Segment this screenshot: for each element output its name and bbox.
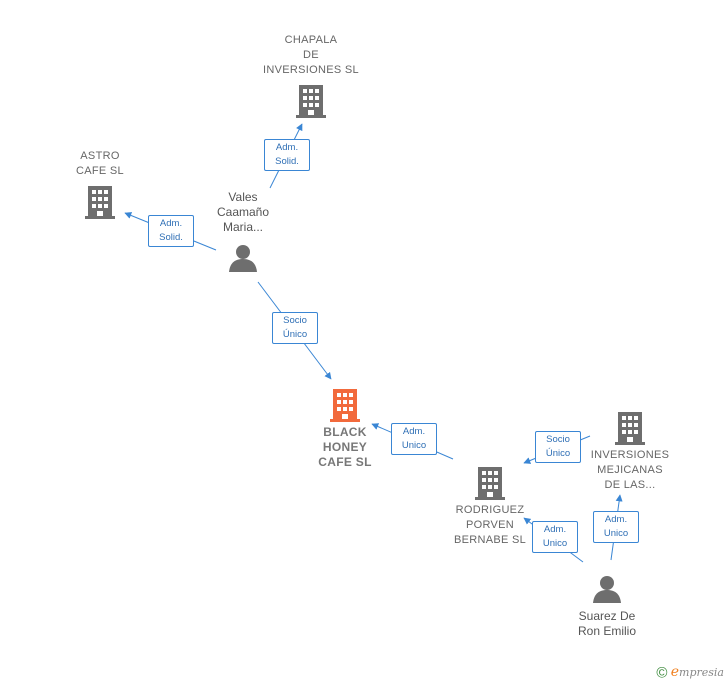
node-chapala-de-inversiones[interactable]: CHAPALA DE INVERSIONES SL [250, 33, 372, 119]
node-label: INVERSIONES MEJICANAS DE LAS... [590, 449, 670, 491]
node-astro-cafe[interactable]: ASTRO CAFE SL [50, 149, 150, 220]
node-rodriguez-porven-bernabe[interactable]: RODRIGUEZ PORVEN BERNABE SL [440, 465, 540, 548]
brand-name: mpresia [679, 665, 724, 679]
person-icon [593, 576, 621, 603]
building-icon [296, 85, 326, 118]
edge-label-inversiones-rodriguez[interactable]: Socio Único [535, 431, 581, 463]
node-label: CHAPALA DE INVERSIONES SL [263, 34, 359, 76]
edge-label-suarez-inversiones[interactable]: Adm. Unico [593, 511, 639, 543]
person-icon [229, 245, 257, 272]
node-label: ASTRO CAFE SL [76, 150, 124, 177]
building-icon [475, 467, 505, 500]
edge-label-vales-chapala[interactable]: Adm. Solid. [264, 139, 310, 171]
building-icon [615, 412, 645, 445]
node-label: Suarez De Ron Emilio [577, 609, 637, 638]
node-label: Vales Caamaño Maria... [216, 190, 270, 234]
building-icon [330, 389, 360, 422]
node-black-honey-cafe[interactable]: BLACK HONEY CAFE SL [295, 387, 395, 470]
edge-label-suarez-rodriguez[interactable]: Adm. Unico [532, 521, 578, 553]
brand-initial: e [670, 663, 680, 680]
node-inversiones-mejicanas[interactable]: INVERSIONES MEJICANAS DE LAS... [580, 410, 680, 493]
copyright-icon: © [656, 664, 668, 681]
node-label: RODRIGUEZ PORVEN BERNABE SL [453, 504, 527, 546]
node-person-suarez-de-ron[interactable]: Suarez De Ron Emilio [562, 574, 652, 639]
building-icon [85, 186, 115, 219]
node-person-vales-caamano[interactable]: Vales Caamaño Maria... [200, 190, 286, 273]
edge-label-rodriguez-blackhoney[interactable]: Adm. Unico [391, 423, 437, 455]
node-label: BLACK HONEY CAFE SL [318, 425, 372, 469]
edge-label-vales-astro[interactable]: Adm. Solid. [148, 215, 194, 247]
edge-label-vales-blackhoney[interactable]: Socio Único [272, 312, 318, 344]
empresia-brand[interactable]: © empresia [656, 664, 724, 681]
